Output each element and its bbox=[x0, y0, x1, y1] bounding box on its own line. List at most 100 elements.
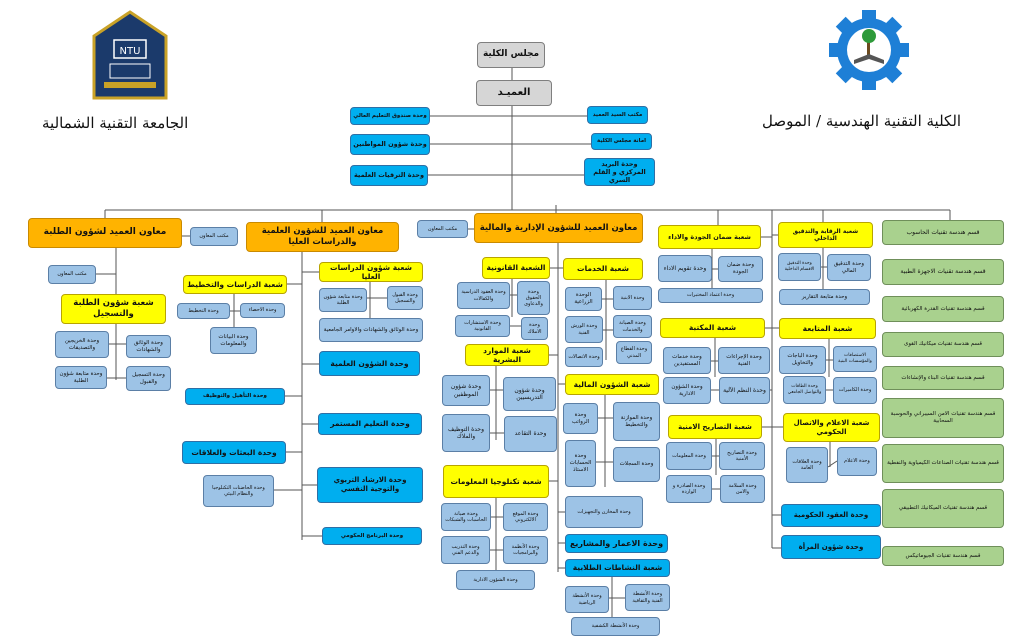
graduates-box: وحدة الخريجين والتصديقات bbox=[55, 331, 109, 358]
public-relations-box: وحدة العلاقات العامة bbox=[786, 447, 828, 483]
statistics-unit-box: وحدة الاحصاء bbox=[240, 303, 285, 318]
gov-contracts-box: وحدة العقود الحكومية bbox=[781, 504, 881, 527]
data-unit-box: وحدة البيانات والمعلومات bbox=[210, 327, 257, 354]
civil-sector-box: وحدة القطاع المدني bbox=[616, 341, 652, 364]
dept-power-box: قسم هندسة تقنيات القدرة الكهربائية bbox=[882, 296, 1004, 322]
dept-applied-mech-box: قسم هندسة تقنيات الميكانيك التطبيقي bbox=[882, 489, 1004, 528]
central-mail-box: وحدة البريد المركزي و القلم السري bbox=[584, 158, 655, 186]
followup-box: شعبة المتابعة bbox=[779, 318, 876, 339]
media-unit-box: وحدة الاعلام bbox=[837, 447, 877, 476]
documents-box: وحدة الوثائق والشهادات bbox=[126, 335, 171, 358]
performance-eval-box: وحدة تقويم الاداء bbox=[658, 255, 712, 282]
teachers-affairs-box: وحدة شؤون التدريسيين bbox=[503, 377, 556, 411]
vp-admin-box: معاون العميد للشؤون الإدارية والمالية bbox=[474, 213, 643, 243]
grad-documents-box: وحدة الوثائق والشهادات والاوامر الجامعية bbox=[319, 318, 423, 342]
promotions-box: وحدة الترقيات العلمية bbox=[350, 165, 428, 186]
svg-text:NTU: NTU bbox=[120, 46, 141, 57]
registration-admission-box: وحدة التسجيل والقبول bbox=[126, 366, 171, 391]
information-box: وحدة المعلومات bbox=[666, 442, 712, 470]
stores-box: وحدة المخازن والتجهيزات bbox=[565, 496, 643, 528]
incubators-box: وحدة الحاضنات التكنلوجيا والنظام البيئي bbox=[203, 475, 274, 507]
library-box: شعبة المكتبة bbox=[660, 318, 765, 338]
vp-scientific-box: معاون العميد للشؤون العلمية والدراسات ال… bbox=[246, 222, 399, 252]
services-box: شعبة الخدمات bbox=[563, 258, 643, 280]
guidance-box: وحدة الارشاد التربوي والتوجية النفسي bbox=[317, 467, 423, 503]
rights-lawsuits-box: وحدة الحقوق والدعاوى bbox=[517, 281, 550, 315]
dept-computer-box: قسم هندسة تقنيات الحاسوب bbox=[882, 220, 1004, 245]
student-activities-box: شعبة النشاطات الطلابية bbox=[565, 559, 670, 577]
studies-planning-box: شعبة الدراسات والتخطيط bbox=[183, 275, 287, 294]
legal-consult-box: وحدة الاستشارات القانونية bbox=[455, 315, 510, 337]
staffing-box: وحدة التوظيف والملاك bbox=[442, 414, 490, 452]
grad-followup-box: وحدة متابعة شؤون الطلبة bbox=[319, 288, 367, 312]
higher-edu-fund-box: وحدة صندوق التعليم العالي bbox=[350, 107, 430, 125]
university-name: الجامعة التقنية الشمالية bbox=[42, 114, 189, 132]
communications-box: وحدة الاتصالات bbox=[565, 347, 603, 367]
records-box: وحدة السجلات bbox=[613, 447, 660, 482]
network-maint-box: وحدة صيانة الحاسبات والشبكات bbox=[441, 503, 491, 531]
students-office-top-box: مكتب المعاون bbox=[48, 265, 96, 284]
admin-affairs-it-box: وحدة الشؤون الادارية bbox=[456, 570, 535, 590]
rehab-employment-box: وحدة التأهيل والتوظيف bbox=[185, 388, 285, 405]
library-admin-box: وحدة الشؤون الادارية bbox=[663, 377, 711, 404]
university-logo: NTU bbox=[92, 10, 168, 100]
contracts-study-box: وحدة العقود الدراسية والكفالات bbox=[457, 282, 510, 309]
dean-office-box: مكتب السيد العميد bbox=[587, 106, 648, 124]
buildings-box: وحدة الابنية bbox=[613, 286, 652, 310]
scientific-affairs-box: وحدة الشؤون العلمية bbox=[319, 351, 420, 376]
hr-box: شعبة الموارد البشرية bbox=[465, 344, 549, 366]
quality-assurance-box: وحدة ضمان الجودة bbox=[718, 256, 763, 282]
finance-box: شعبة الشؤون المالية bbox=[565, 374, 659, 395]
budget-box: وحدة الموازنة والتخطيط bbox=[613, 402, 660, 441]
security-permits-box: شعبة التصاريح الامنية bbox=[668, 415, 762, 439]
scouts-box: وحدة الأنشطة الكشفية bbox=[571, 617, 660, 636]
planning-unit-box: وحدة التخطيط bbox=[177, 303, 230, 319]
students-followup-box: وحدة متابعة شؤون الطلبة bbox=[55, 366, 107, 389]
vp-students-box: معاون العميد لشؤون الطلبة bbox=[28, 218, 182, 248]
retirement-box: وحدة التقاعد bbox=[504, 416, 557, 452]
students-registration-box: شعبة شؤون الطلبة والتسجيل bbox=[61, 294, 166, 324]
continuing-edu-box: وحدة التعليم المستمر bbox=[318, 413, 422, 435]
reports-followup-box: وحدة متابعة التقارير bbox=[779, 289, 870, 305]
beneficiaries-box: وحدة خدمات المستفيدين bbox=[663, 347, 711, 374]
vp-admin-office-box: مكتب المعاون bbox=[417, 220, 468, 238]
maintenance-box: وحدة الصيانة والخدمات bbox=[613, 315, 652, 338]
financial-audit-box: وحدة التدقيق المالي bbox=[827, 254, 871, 281]
employees-affairs-box: وحدة شؤون الموظفين bbox=[442, 375, 490, 406]
gov-program-box: وحدة البرنامج الحكومي bbox=[322, 527, 422, 545]
properties-box: وحدة الاملاك bbox=[521, 317, 548, 340]
council-secretariat-box: امانة مجلس الكلية bbox=[591, 133, 652, 150]
women-affairs-box: وحدة شؤون المرأة bbox=[781, 535, 881, 559]
media-box: شعبة الاعلام والاتصال الحكومي bbox=[783, 413, 880, 442]
college-name: الكلية التقنية الهندسية / الموصل bbox=[762, 112, 962, 130]
energy-comm-box: وحدة الطاقات والتواصل الجامعي bbox=[783, 376, 826, 404]
accounts-box: وحدة الحسابات الاستاذ bbox=[565, 440, 596, 487]
council-box: مجلس الكلية bbox=[477, 42, 545, 68]
lab-accreditation-box: وحدة اعتماد المختبرات bbox=[658, 288, 763, 303]
grad-admission-box: وحدة القبول والتسجيل bbox=[387, 286, 423, 310]
workshops-box: وحدة الورش الفنية bbox=[565, 316, 603, 343]
salaries-box: وحدة الرواتب bbox=[563, 403, 598, 434]
dept-cyber-box: قسم هندسة تقنيات الامن السيبراني والحوسب… bbox=[882, 398, 1004, 438]
dept-medical-box: قسم هندسة تقنيات الاجهزة الطبية bbox=[882, 259, 1004, 285]
it-box: شعبة تكنلوجيا المعلومات bbox=[443, 465, 549, 498]
quality-box: شعبة ضمان الجودة والاداء bbox=[658, 225, 761, 249]
missions-relations-box: وحدة البعثات والعلاقات bbox=[182, 441, 286, 464]
construction-box: وحدة الاعمار والمشاريع bbox=[565, 534, 668, 553]
systems-software-box: وحدة الأنظمة والبرامجيات bbox=[503, 536, 548, 564]
cameras-box: وحدة الكاميرات bbox=[833, 377, 877, 404]
hosting-box: الاستضافات والمؤسسات البنية bbox=[833, 346, 877, 372]
arts-culture-box: وحدة الأنشطة الفنية والثقافية bbox=[625, 584, 670, 611]
audit-box: شعبة الرقابة والتدقيق الداخلي bbox=[778, 222, 873, 248]
sports-box: وحدة الأنشطة الرياضية bbox=[565, 586, 609, 613]
agriculture-box: الوحدة الزراعية bbox=[565, 287, 602, 311]
safety-security-box: وحدة السلامة والامن bbox=[720, 475, 765, 503]
incoming-outgoing-box: وحدة الصادرة و الواردة bbox=[666, 475, 712, 503]
technical-procedures-box: وحدة الإجراءات الفنية bbox=[718, 347, 770, 374]
dept-audit-box: وحدة التدقيق الاقسام الداخلية bbox=[778, 253, 821, 281]
dept-power-mech-box: قسم هندسة تقنيات ميكانيك القوى bbox=[882, 332, 1004, 357]
vp-students-office-box: مكتب المعاون bbox=[190, 227, 238, 246]
dean-box: العميـد bbox=[476, 80, 552, 106]
dept-chemical-box: قسم هندسة تقنيات الصناعات الكيمياوية وال… bbox=[882, 444, 1004, 483]
